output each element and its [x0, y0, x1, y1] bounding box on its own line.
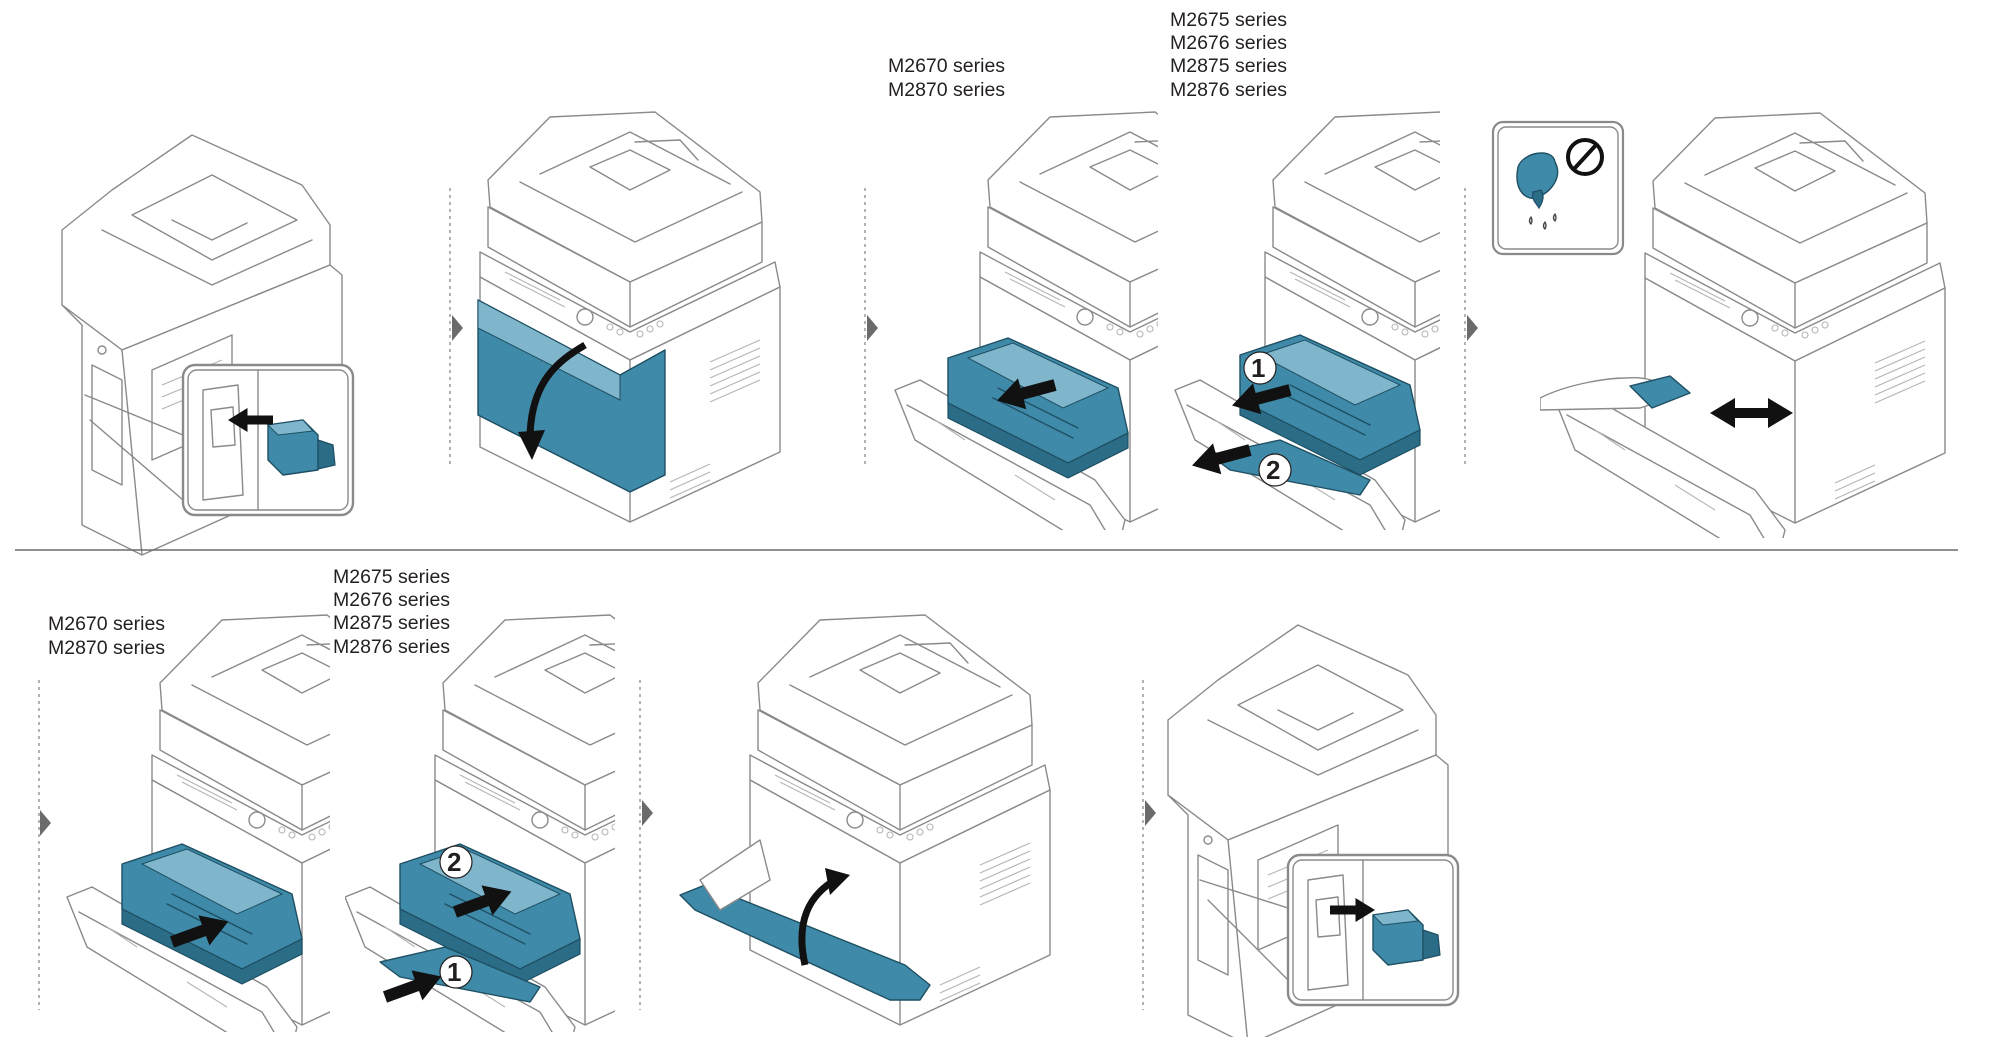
series-label: M2876 series — [333, 636, 450, 658]
callout-number: 1 — [1251, 353, 1265, 383]
step-1-unplug-power — [61, 134, 355, 556]
panel-crop — [1540, 112, 1946, 538]
step-6-insert-cartridge: M2670 series M2870 series — [48, 613, 330, 1032]
series-label: M2875 series — [333, 612, 450, 634]
power-plug-icon — [1286, 853, 1460, 1007]
step-9-plug-in-power — [1167, 624, 1460, 1037]
triangle-right-icon — [642, 800, 653, 826]
triangle-right-icon — [1467, 315, 1478, 341]
series-label: M2870 series — [48, 637, 165, 659]
series-label: M2676 series — [333, 589, 450, 611]
callout-number: 2 — [447, 847, 461, 877]
series-label: M2670 series — [48, 613, 165, 635]
step-2-open-front-cover — [477, 111, 781, 523]
series-label: M2675 series — [1170, 9, 1287, 31]
cleaning-cloth — [1629, 375, 1691, 409]
triangle-right-icon — [1145, 800, 1156, 826]
triangle-right-icon — [40, 810, 51, 836]
callout-number: 1 — [447, 957, 461, 987]
series-label: M2870 series — [888, 79, 1005, 101]
callout-line — [84, 394, 184, 436]
series-label: M2675 series — [333, 566, 450, 588]
step-4-remove-cartridge-variant: M2675 series M2676 series M2875 series M… — [1170, 9, 1440, 530]
step-8-close-front-cover — [679, 614, 1051, 1026]
series-label: M2670 series — [888, 55, 1005, 77]
step-5-clean-inside — [1491, 112, 1946, 538]
step-3-remove-cartridge: M2670 series M2870 series — [888, 55, 1158, 530]
callout-number: 2 — [1266, 455, 1280, 485]
wipe-arrow-icon — [1710, 398, 1793, 428]
callout-line — [1199, 879, 1289, 909]
series-label: M2876 series — [1170, 79, 1287, 101]
close-arrow-icon — [798, 876, 837, 966]
panel-crop — [66, 614, 330, 1032]
open-arrow-icon — [526, 341, 587, 441]
callout-line — [1207, 899, 1289, 981]
series-label: M2875 series — [1170, 55, 1287, 77]
triangle-right-icon — [867, 315, 878, 341]
power-plug-icon — [181, 363, 355, 517]
panel-crop — [345, 614, 615, 1032]
no-liquid-cleaner-icon — [1491, 120, 1625, 256]
callout-line — [89, 419, 184, 501]
panel-crop — [894, 111, 1158, 530]
series-label: M2676 series — [1170, 32, 1287, 54]
step-7-insert-cartridge-variant: M2675 series M2676 series M2875 series M… — [333, 566, 615, 1032]
triangle-right-icon — [452, 315, 463, 341]
